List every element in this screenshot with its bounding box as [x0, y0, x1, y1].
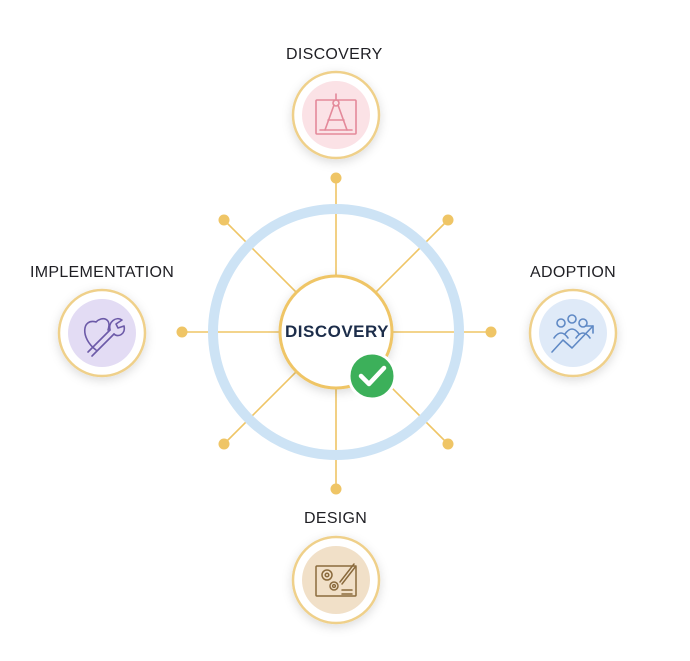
- compass-blueprint-icon: [315, 93, 357, 135]
- design-gears-icon: [315, 563, 357, 597]
- node-implementation[interactable]: [57, 288, 147, 378]
- dot-bottom-right: [442, 438, 454, 450]
- dot-top-left: [218, 214, 230, 226]
- spoke-dots: [176, 172, 497, 495]
- node-design-fill: [302, 546, 370, 614]
- label-discovery: DISCOVERY: [286, 46, 383, 63]
- growth-team-icon: [551, 314, 594, 353]
- center-label: DISCOVERY: [285, 322, 390, 341]
- dot-top-right: [442, 214, 454, 226]
- check-badge: [347, 351, 397, 401]
- dot-right: [485, 326, 497, 338]
- node-adoption-fill: [539, 299, 607, 367]
- dot-bottom-left: [218, 438, 230, 450]
- check-badge-circle: [347, 351, 397, 401]
- node-design[interactable]: [291, 535, 381, 625]
- wrench-heart-icon: [83, 317, 126, 357]
- check-icon: [358, 365, 387, 387]
- node-implementation-fill: [68, 299, 136, 367]
- label-adoption: ADOPTION: [530, 264, 616, 281]
- dot-top: [330, 172, 342, 184]
- label-implementation: IMPLEMENTATION: [30, 264, 175, 281]
- outer-ring: [208, 204, 464, 460]
- node-discovery-fill: [302, 81, 370, 149]
- dot-bottom: [330, 483, 342, 495]
- node-adoption[interactable]: [528, 288, 618, 378]
- node-discovery[interactable]: [291, 70, 381, 160]
- label-design: DESIGN: [304, 510, 368, 527]
- dot-left: [176, 326, 188, 338]
